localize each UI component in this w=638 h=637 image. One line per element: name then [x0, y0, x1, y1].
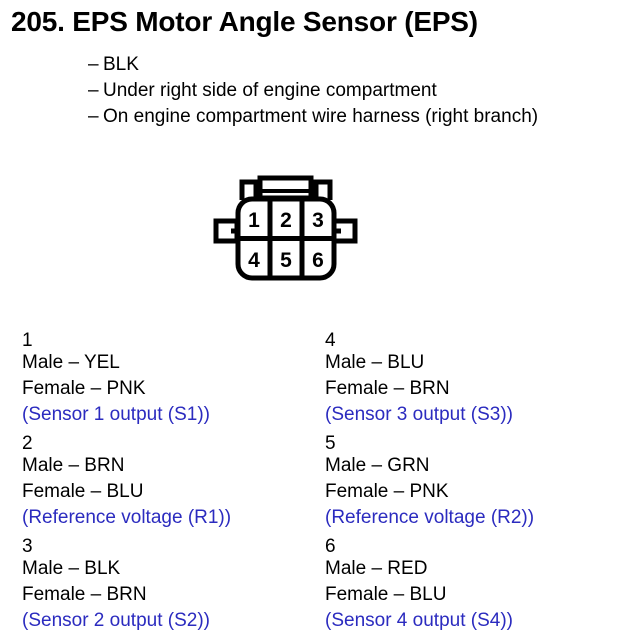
description-item-0-text: BLK: [103, 54, 139, 75]
pin-entry-6-male: Male – RED: [325, 558, 428, 579]
pin-legend-left-column: 1 Male – YEL Female – PNK (Sensor 1 outp…: [22, 328, 322, 637]
connector-pin-3: 3: [312, 209, 324, 232]
connector-pin-5: 5: [280, 249, 292, 272]
connector-pin-2: 2: [280, 209, 292, 232]
dash-marker: –: [88, 54, 99, 75]
description-item-1-text: Under right side of engine compartment: [103, 80, 437, 101]
pin-entry-3-index: 3: [22, 536, 33, 557]
connector-top-tab-left: [239, 179, 259, 200]
pin-entry-2-index: 2: [22, 433, 33, 454]
pin-entry-6: 6 Male – RED Female – BLU (Sensor 4 outp…: [325, 534, 630, 634]
pin-entry-2-female: Female – BLU: [22, 481, 144, 502]
description-item-2: –On engine compartment wire harness (rig…: [88, 104, 538, 130]
pin-entry-5-note: (Reference voltage (R2)): [325, 507, 535, 528]
pin-entry-1: 1 Male – YEL Female – PNK (Sensor 1 outp…: [22, 328, 322, 428]
pin-entry-4-index: 4: [325, 330, 336, 351]
connector-svg: 1 2 3 4 5 6: [213, 175, 358, 281]
pin-entry-3-female: Female – BRN: [22, 584, 147, 605]
pin-entry-4-female: Female – BRN: [325, 378, 450, 399]
description-item-1: –Under right side of engine compartment: [88, 78, 538, 104]
connector-top-tab-right: [313, 179, 333, 200]
pin-entry-5-index: 5: [325, 433, 336, 454]
connector-pin-4: 4: [248, 249, 260, 272]
connector-pin-6: 6: [312, 249, 324, 272]
pin-entry-1-female: Female – PNK: [22, 378, 146, 399]
connector-top-latch: [257, 175, 314, 201]
pin-entry-5-male: Male – GRN: [325, 455, 430, 476]
description-item-0: –BLK: [88, 52, 538, 78]
pin-entry-2-note: (Reference voltage (R1)): [22, 507, 232, 528]
pin-legend-right-column: 4 Male – BLU Female – BRN (Sensor 3 outp…: [325, 328, 630, 637]
pin-entry-6-note: (Sensor 4 output (S4)): [325, 610, 513, 631]
pin-entry-6-index: 6: [325, 536, 336, 557]
pin-entry-2: 2 Male – BRN Female – BLU (Reference vol…: [22, 431, 322, 531]
pin-entry-4-male: Male – BLU: [325, 352, 425, 373]
pin-entry-5: 5 Male – GRN Female – PNK (Reference vol…: [325, 431, 630, 531]
pin-entry-1-index: 1: [22, 330, 33, 351]
pin-entry-5-female: Female – PNK: [325, 481, 449, 502]
page-title: 205. EPS Motor Angle Sensor (EPS): [11, 6, 478, 37]
connector-pin-1: 1: [248, 209, 260, 232]
description-list: –BLK –Under right side of engine compart…: [88, 52, 538, 130]
pin-entry-6-female: Female – BLU: [325, 584, 447, 605]
pin-entry-3-note: (Sensor 2 output (S2)): [22, 610, 210, 631]
pin-entry-1-note: (Sensor 1 output (S1)): [22, 404, 210, 425]
pin-entry-4-note: (Sensor 3 output (S3)): [325, 404, 513, 425]
pin-entry-2-male: Male – BRN: [22, 455, 125, 476]
pin-entry-4: 4 Male – BLU Female – BRN (Sensor 3 outp…: [325, 328, 630, 428]
dash-marker: –: [88, 106, 99, 127]
connector-diagram: 1 2 3 4 5 6: [200, 172, 420, 292]
description-item-2-text: On engine compartment wire harness (righ…: [103, 106, 539, 127]
pin-entry-3-male: Male – BLK: [22, 558, 121, 579]
pin-entry-3: 3 Male – BLK Female – BRN (Sensor 2 outp…: [22, 534, 322, 634]
dash-marker: –: [88, 80, 99, 101]
pin-entry-1-male: Male – YEL: [22, 352, 120, 373]
